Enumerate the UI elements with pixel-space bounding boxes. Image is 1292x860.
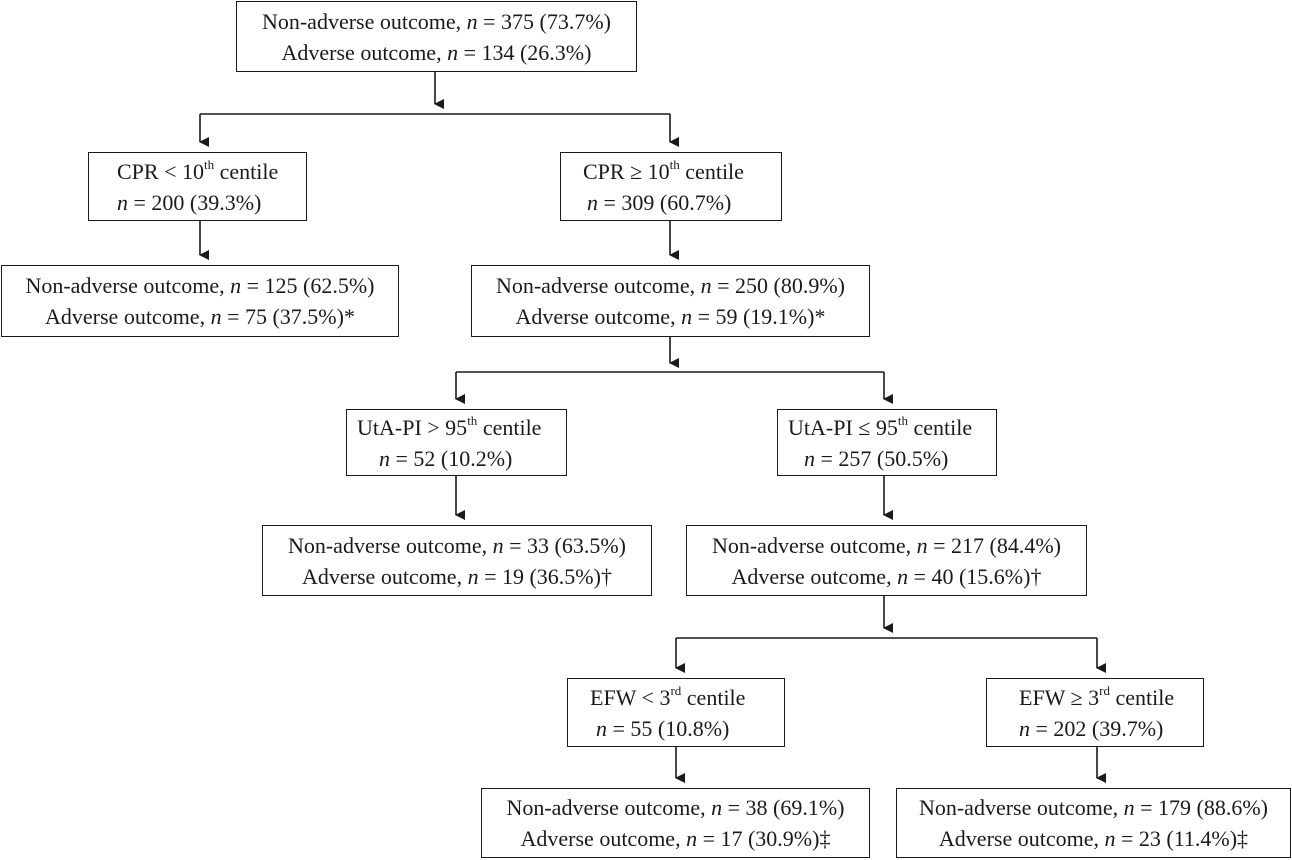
efw-low-outcome-node: Non-adverse outcome, n = 38 (69.1%) Adve… bbox=[481, 788, 870, 858]
efw-low-count: n = 55 (10.8%) bbox=[596, 715, 730, 741]
uta-high-adverse-line: Adverse outcome, n = 19 (36.5%)† bbox=[302, 563, 612, 589]
uta-high-outcome-node: Non-adverse outcome, n = 33 (63.5%) Adve… bbox=[262, 525, 652, 596]
uta-low-node: UtA-PI ≤ 95th centile n = 257 (50.5%) bbox=[777, 409, 997, 476]
efw-high-adverse-line: Adverse outcome, n = 23 (11.4%)‡ bbox=[938, 826, 1249, 851]
cpr-high-criterion: CPR ≥ 10th centile bbox=[583, 156, 744, 184]
efw-high-count: n = 202 (39.7%) bbox=[1019, 715, 1164, 741]
uta-low-adverse-line: Adverse outcome, n = 40 (15.6%)† bbox=[731, 563, 1042, 589]
cpr-low-criterion: CPR < 10th centile bbox=[117, 156, 279, 184]
uta-low-count: n = 257 (50.5%) bbox=[804, 445, 949, 471]
cpr-high-adverse-line: Adverse outcome, n = 59 (19.1%)* bbox=[515, 304, 826, 329]
root-nonadverse-line: Non-adverse outcome, n = 375 (73.7%) bbox=[261, 8, 612, 34]
efw-low-nonadverse-line: Non-adverse outcome, n = 38 (69.1%) bbox=[506, 795, 845, 820]
efw-high-nonadverse-line: Non-adverse outcome, n = 179 (88.6%) bbox=[918, 795, 1269, 820]
uta-low-outcome-node: Non-adverse outcome, n = 217 (84.4%) Adv… bbox=[686, 525, 1087, 596]
uta-high-count: n = 52 (10.2%) bbox=[379, 445, 513, 471]
uta-high-nonadverse-line: Non-adverse outcome, n = 33 (63.5%) bbox=[287, 532, 627, 558]
uta-high-criterion: UtA-PI > 95th centile bbox=[357, 412, 542, 440]
cpr-high-count: n = 309 (60.7%) bbox=[587, 189, 732, 215]
efw-low-criterion: EFW < 3rd centile bbox=[590, 682, 746, 710]
root-adverse-line: Adverse outcome, n = 134 (26.3%) bbox=[281, 39, 592, 65]
uta-low-nonadverse-line: Non-adverse outcome, n = 217 (84.4%) bbox=[711, 532, 1062, 558]
efw-high-criterion: EFW ≥ 3rd centile bbox=[1019, 682, 1175, 710]
cpr-low-count: n = 200 (39.3%) bbox=[117, 189, 262, 215]
cpr-high-node: CPR ≥ 10th centile n = 309 (60.7%) bbox=[560, 152, 782, 221]
uta-low-criterion: UtA-PI ≤ 95th centile bbox=[788, 412, 973, 440]
cpr-low-outcome-node: Non-adverse outcome, n = 125 (62.5%) Adv… bbox=[1, 265, 399, 337]
cpr-low-adverse-line: Adverse outcome, n = 75 (37.5%)* bbox=[45, 304, 355, 329]
efw-high-node: EFW ≥ 3rd centile n = 202 (39.7%) bbox=[986, 678, 1204, 747]
efw-low-adverse-line: Adverse outcome, n = 17 (30.9%)‡ bbox=[520, 826, 831, 851]
cpr-high-nonadverse-line: Non-adverse outcome, n = 250 (80.9%) bbox=[495, 273, 846, 298]
cpr-low-node: CPR < 10th centile n = 200 (39.3%) bbox=[88, 152, 307, 221]
root-node: Non-adverse outcome, n = 375 (73.7%) Adv… bbox=[236, 1, 637, 72]
efw-high-outcome-node: Non-adverse outcome, n = 179 (88.6%) Adv… bbox=[896, 788, 1291, 858]
uta-high-node: UtA-PI > 95th centile n = 52 (10.2%) bbox=[346, 409, 567, 476]
efw-low-node: EFW < 3rd centile n = 55 (10.8%) bbox=[567, 678, 785, 747]
cpr-low-nonadverse-line: Non-adverse outcome, n = 125 (62.5%) bbox=[25, 273, 375, 298]
cpr-high-outcome-node: Non-adverse outcome, n = 250 (80.9%) Adv… bbox=[471, 265, 870, 337]
